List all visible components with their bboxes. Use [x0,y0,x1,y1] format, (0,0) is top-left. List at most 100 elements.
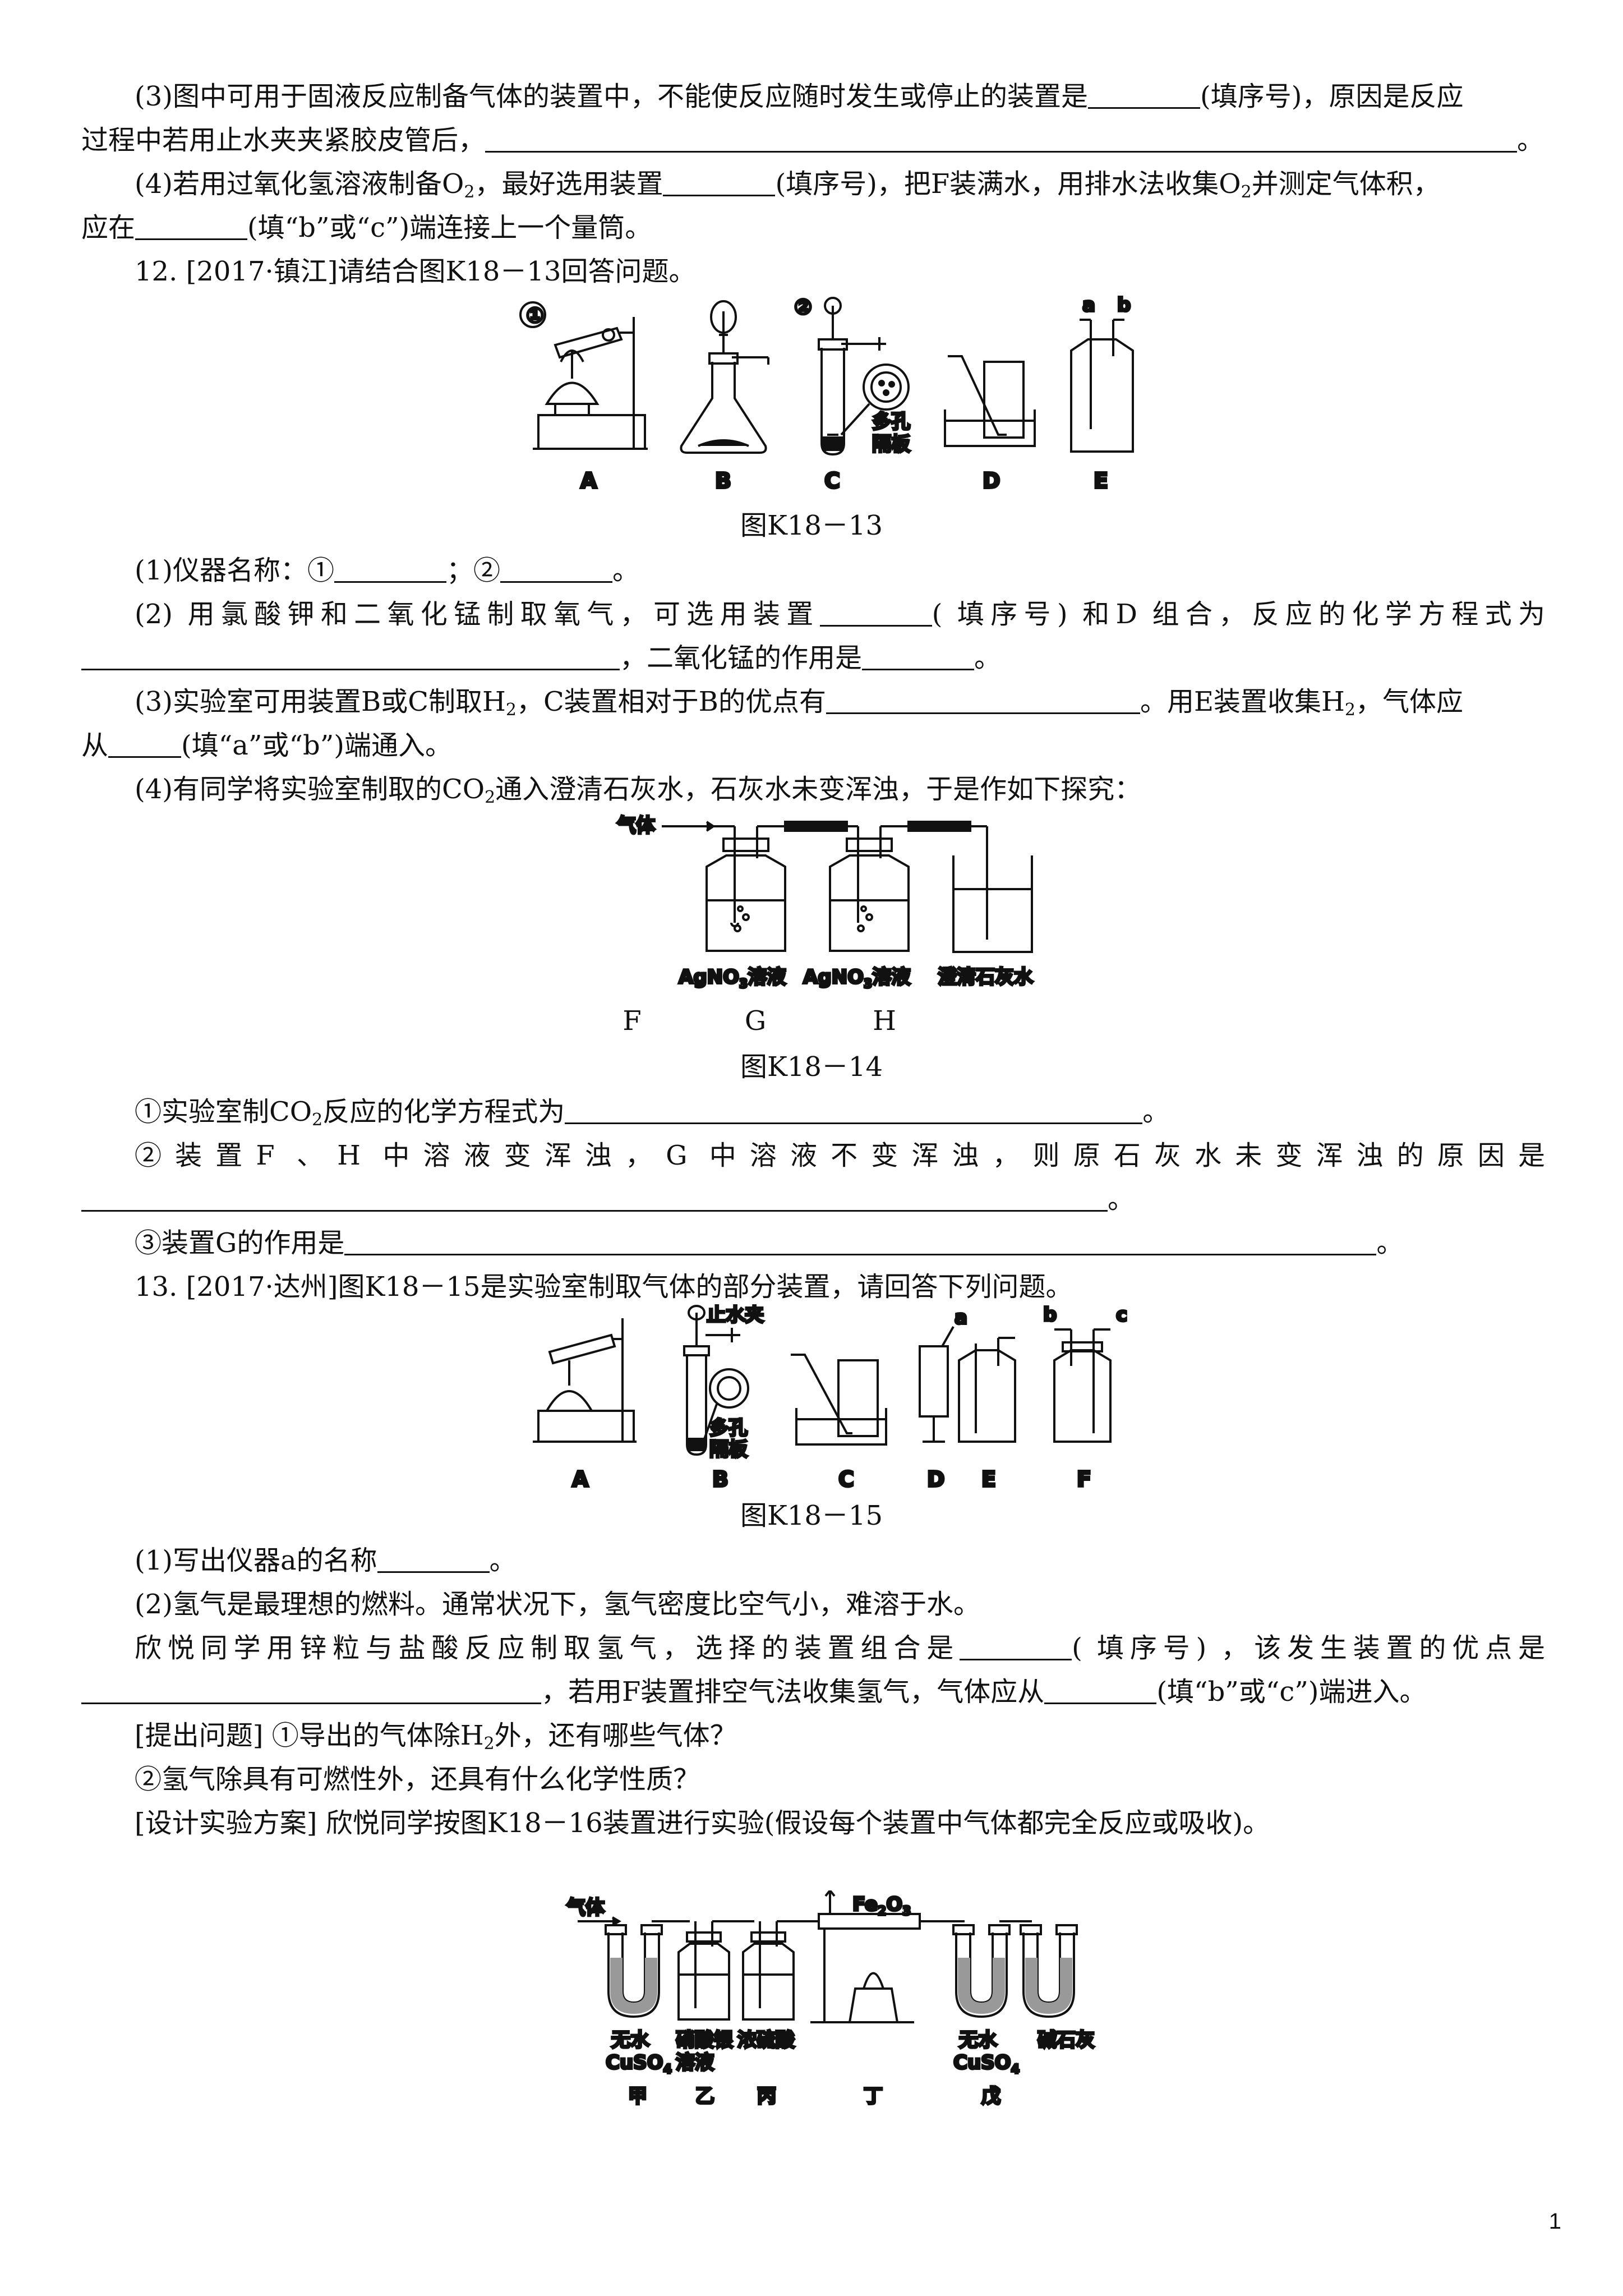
q12-heading: 12. [2017·镇江]请结合图K18－13回答问题。 [135,256,696,287]
q13-part3-line1: 欣悦同学用锌粒与盐酸反应制取氢气，选择的装置组合是( 填序号) ，该发生装置的优… [135,1632,1545,1664]
q12-sub1: ①实验室制CO2反应的化学方程式为。 [135,1096,1170,1130]
label-silver-solution: 溶液 [676,2051,714,2074]
label-port-c: c [1116,1304,1127,1326]
q13-question2: ②氢气除具有可燃性外，还具有什么化学性质？ [135,1764,700,1795]
answer-blank[interactable] [663,169,776,196]
answer-blank[interactable] [1044,1677,1157,1704]
label-port-b: b [1117,295,1131,316]
q11-part3-line2: 过程中若用止水夹夹紧胶皮管后，。 [81,125,1544,156]
figure-k18-16: 气体 [561,1890,1155,2115]
answer-blank[interactable] [960,1633,1072,1660]
answer-blank[interactable] [81,1677,541,1704]
tube-ding [810,1890,921,2023]
answer-blank[interactable] [485,125,1518,153]
q12-sub2-line2: 。 [81,1181,1545,1217]
answer-blank[interactable] [81,1184,1108,1212]
label-port-a: a [1082,295,1095,316]
label-cuso4-1: CuSO4 [606,2051,672,2077]
apparatus-d2 [919,1326,955,1443]
q13-part3-line2: ，若用F装置排空气法收集氢气，气体应从(填“b”或“c”)端进入。 [81,1674,1545,1710]
label-c-apparatus: C [824,468,840,493]
label-cuso4-2: CuSO4 [953,2051,1020,2077]
label-h-beaker: H [873,1005,896,1037]
label-ding: 丁 [864,2085,883,2108]
q13-design: [设计实验方案] 欣悦同学按图K18－16装置进行实验(假设每个装置中气体都完全… [135,1807,1270,1839]
bottle-g [829,826,910,952]
answer-blank[interactable] [108,730,182,758]
bottle-yi [677,1921,730,2021]
q12-part3-line2: 从(填“a”或“b”)端通入。 [81,730,452,761]
label-a-apparatus: A [580,468,597,493]
q12-sub3: ③装置G的作用是。 [135,1227,1404,1259]
apparatus-e2 [958,1337,1016,1443]
caption-k18-13: 图K18－13 [740,510,883,541]
answer-blank[interactable] [819,599,932,627]
answer-blank[interactable] [1088,81,1200,109]
label-porous2: 多孔 [709,1417,748,1439]
label-jia: 甲 [628,2085,647,2108]
label-c2-apparatus: C [838,1467,854,1492]
u-tube-wu-2 [1020,1924,1078,2018]
label-e2-apparatus: E [981,1467,996,1492]
label-plate2: 隔板 [709,1438,748,1461]
label-circle-1: ① [526,303,544,328]
label-fe2o3: Fe2O3 [852,1893,911,1918]
label-limewater: 澄清石灰水 [938,966,1034,988]
label-g-bottle: G [744,1005,767,1037]
label-porous: 多孔 [872,411,910,433]
q12-sub2-line1: ②装置F 、H 中溶液变浑浊，G 中溶液不变浑浊，则原石灰水未变浑浊的原因是 [135,1140,1545,1171]
label-anhydrous-2: 无水 [959,2029,998,2051]
u-tube-wu-1 [952,1924,1011,2018]
label-clamp: 止水夹 [707,1304,764,1326]
bottle-f [706,825,786,952]
apparatus-d [944,355,1036,447]
q12-part2-line2: ，二氧化锰的作用是。 [81,640,1545,676]
answer-blank[interactable] [344,1228,1377,1255]
answer-blank[interactable] [334,555,446,583]
apparatus-a [519,301,648,450]
label-f-bottle: F [623,1005,642,1037]
label-soda-lime: 碱石灰 [1038,2029,1095,2051]
apparatus-c2 [791,1354,887,1446]
label-gas2: 气体 [566,1897,605,1919]
label-agno3-g: AgNO3溶液 [803,966,910,991]
answer-blank[interactable] [862,643,975,670]
q12-part2-line1: (2) 用氯酸钾和二氧化锰制取氧气，可选用装置( 填序号) 和D 组合，反应的化… [135,599,1545,630]
label-bing: 丙 [757,2085,776,2108]
label-anhydrous-1: 无水 [611,2029,650,2051]
apparatus-b [680,300,769,454]
answer-blank[interactable] [826,687,1140,714]
answer-blank[interactable] [565,1097,1143,1124]
q13-question1: [提出问题] ①导出的气体除H2外，还有哪些气体？ [135,1720,737,1754]
label-e-apparatus: E [1094,468,1108,493]
q13-heading: 13. [2017·达州]图K18－15是实验室制取气体的部分装置，请回答下列问… [135,1271,1073,1303]
label-port-b2: b [1043,1304,1057,1326]
bottle-bing [742,1921,795,2021]
figure-k18-13: ① A B [505,295,1178,502]
label-gas: 气体 [616,815,655,837]
q13-part1: (1)写出仪器a的名称。 [135,1545,517,1576]
label-f2-apparatus: F [1077,1467,1091,1492]
label-d-apparatus: D [983,468,1000,493]
label-a2-apparatus: A [572,1467,589,1492]
caption-k18-15: 图K18－15 [740,1500,883,1531]
answer-blank[interactable] [81,643,620,670]
label-b2-apparatus: B [712,1467,728,1492]
q12-part3-line1: (3)实验室可用装置B或C制取H2，C装置相对于B的优点有。用E装置收集H2，气… [135,686,1463,720]
answer-blank[interactable] [500,555,613,583]
label-d2-apparatus: D [927,1467,945,1492]
label-agno3-f: AgNO3溶液 [679,966,786,991]
answer-blank[interactable] [135,213,248,240]
q12-part4: (4)有同学将实验室制取的CO2通入澄清石灰水，石灰水未变浑浊，于是作如下探究： [135,774,1142,807]
label-plate: 隔板 [872,433,910,455]
page-number: 1 [1548,2209,1561,2234]
label-instrument-a: a [955,1306,967,1329]
u-tube-jia [605,1924,663,2018]
caption-k18-14: 图K18－14 [740,1051,883,1083]
beaker-h [952,826,1033,953]
answer-blank[interactable] [377,1545,490,1573]
label-silver-nitrate: 硝酸银 [676,2029,733,2051]
apparatus-b2 [683,1305,749,1456]
label-b-apparatus: B [715,468,731,493]
